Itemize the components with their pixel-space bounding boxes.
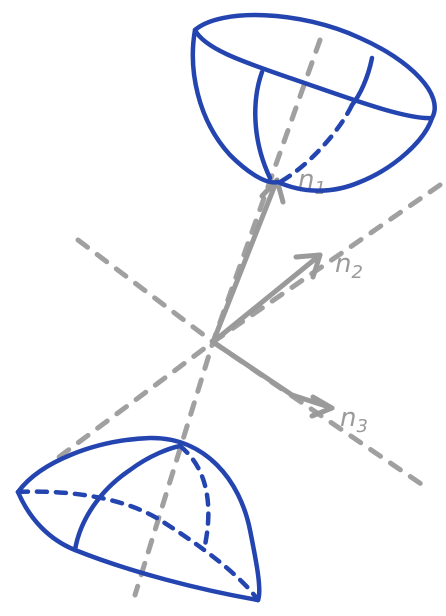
- lower-cone-shell: [18, 438, 259, 600]
- label-n2: n2: [335, 249, 363, 283]
- svg-text:n3: n3: [340, 403, 368, 437]
- lower-shell-hidden-rim: [18, 492, 258, 600]
- lower-shell-hidden-meridian: [180, 446, 208, 545]
- axis-n3-line: [78, 240, 430, 490]
- upper-shell-rim: [195, 15, 435, 118]
- upper-shell-meridian-right: [352, 58, 372, 105]
- label-n3-sub: 3: [356, 416, 367, 437]
- label-n3-base: n: [340, 403, 356, 433]
- vector-n1: [213, 180, 283, 342]
- svg-text:n1: n1: [298, 165, 326, 199]
- label-n2-base: n: [335, 249, 351, 279]
- label-n3: n3: [340, 403, 368, 437]
- upper-shell-meridian-left: [255, 72, 270, 178]
- svg-text:n2: n2: [335, 249, 363, 283]
- label-n1: n1: [298, 165, 326, 199]
- axis-n2-line: [55, 185, 440, 460]
- label-n2-sub: 2: [351, 262, 362, 283]
- vector-n3: [213, 342, 332, 416]
- axis-n1-line: [135, 40, 320, 595]
